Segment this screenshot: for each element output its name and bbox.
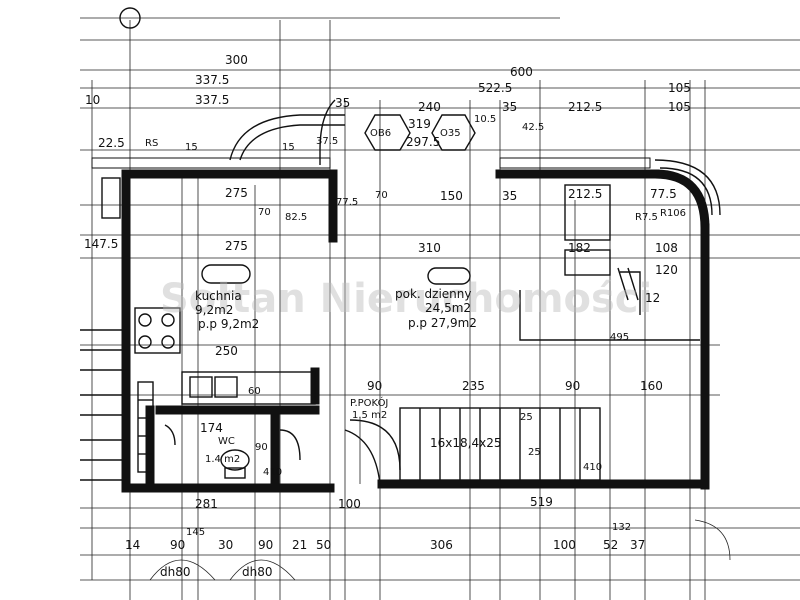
dim-label: 108 xyxy=(655,241,678,255)
dim-label: 160 xyxy=(640,379,663,393)
watermark: Sołtan Nieruchomości xyxy=(160,276,652,322)
dim-label: 35 xyxy=(502,189,517,203)
dim-label: 90 xyxy=(367,379,382,393)
dim-label: 410 xyxy=(583,462,602,473)
dim-label: 100 xyxy=(553,538,576,552)
dimension-labels: 300 337.5 337.5 600 522.5 105 105 10 35 … xyxy=(84,53,691,579)
dim-label: 50 xyxy=(316,538,331,552)
stairs-label: 16x18,4x25 xyxy=(430,436,501,450)
dim-label: 519 xyxy=(530,495,553,509)
dim-label: 147.5 xyxy=(84,237,118,251)
kitchen-area-pp: p.p 9,2m2 xyxy=(198,317,259,331)
dim-label: 250 xyxy=(215,344,238,358)
dim-label: 15 xyxy=(185,142,198,153)
vent-a: OB6 xyxy=(370,128,391,139)
dim-label: 21 xyxy=(292,538,307,552)
dim-label: 212.5 xyxy=(568,187,602,201)
top-hatched-strip xyxy=(91,157,651,169)
dim-label: 77.5 xyxy=(650,187,677,201)
dim-label: 337.5 xyxy=(195,93,229,107)
dim-label: 105 xyxy=(668,100,691,114)
dim-label: 90 xyxy=(565,379,580,393)
living-area-pp: p.p 27,9m2 xyxy=(408,316,477,330)
dim-label: 70 xyxy=(375,190,388,201)
wc-area: 1.4 m2 xyxy=(205,454,240,465)
vents xyxy=(364,114,476,151)
dim-label: 120 xyxy=(655,263,678,277)
dim-label: 174 xyxy=(200,421,223,435)
dim-label: 25 xyxy=(520,412,533,423)
dim-label: 35 xyxy=(502,100,517,114)
bottom-arcs xyxy=(149,519,731,581)
dim-label: 90 xyxy=(170,538,185,552)
dim-label: 522.5 xyxy=(478,81,512,95)
dim-label: 90 xyxy=(255,442,268,453)
dim-label: 105 xyxy=(668,81,691,95)
dim-label: 600 xyxy=(510,65,533,79)
dim-label: 235 xyxy=(462,379,485,393)
dim-label: 60 xyxy=(248,386,261,397)
dim-label: 37 xyxy=(630,538,645,552)
dim-label: RS xyxy=(145,138,158,149)
wc-name: WC xyxy=(218,436,235,447)
dim-label: 90 xyxy=(258,538,273,552)
dim-label: 319 xyxy=(408,117,431,131)
dim-label: 14 xyxy=(125,538,140,552)
dim-label: 52 xyxy=(603,538,618,552)
dim-label: R7.5 xyxy=(635,212,658,223)
bay-window xyxy=(229,99,721,216)
dim-label: 22.5 xyxy=(98,136,125,150)
dim-label: 275 xyxy=(225,186,248,200)
dim-label: 240 xyxy=(418,100,441,114)
dim-label: 281 xyxy=(195,497,218,511)
dim-label: 132 xyxy=(612,522,631,533)
dim-label: 82.5 xyxy=(285,212,307,223)
kitchen-fittings xyxy=(134,264,316,473)
kitchen-name: kuchnia xyxy=(195,289,242,303)
dimension-lines-top xyxy=(80,17,800,600)
hall-area: 1.5 m2 xyxy=(352,410,387,421)
dim-label: R106 xyxy=(660,208,686,219)
stairs xyxy=(344,407,601,485)
dim-label: 145 xyxy=(186,527,205,538)
dim-label: 25 xyxy=(528,447,541,458)
dim-label: 42.5 xyxy=(522,122,544,133)
vent-b: O35 xyxy=(440,128,461,139)
walls xyxy=(121,169,710,493)
dim-label: 10 xyxy=(85,93,100,107)
dim-label: 150 xyxy=(440,189,463,203)
dim-label: 70 xyxy=(258,207,271,218)
dim-label: 495 xyxy=(610,332,629,343)
dim-label: 310 xyxy=(418,241,441,255)
living-fittings xyxy=(427,184,700,341)
dim-label: 306 xyxy=(430,538,453,552)
dim-label: 10.5 xyxy=(474,114,496,125)
exterior-steps-left xyxy=(80,177,122,481)
dim-label: 77.5 xyxy=(336,197,358,208)
dim-label: dh80 xyxy=(160,565,191,579)
dim-label: 337.5 xyxy=(195,73,229,87)
dim-label: 212.5 xyxy=(568,100,602,114)
dim-label: 15 xyxy=(282,142,295,153)
dim-label: 100 xyxy=(338,497,361,511)
dim-label: 37.5 xyxy=(316,136,338,147)
dim-label: 35 xyxy=(335,96,350,110)
dim-label: 275 xyxy=(225,239,248,253)
hall-name: P.POKÓJ xyxy=(350,396,388,409)
level-markers xyxy=(119,7,641,315)
level-mark: 12 xyxy=(645,291,660,305)
living-area: 24,5m2 xyxy=(425,301,471,315)
dim-label: 30 xyxy=(218,538,233,552)
wc-fittings xyxy=(164,424,301,479)
dim-label: 297.5 xyxy=(406,135,440,149)
dim-label: dh80 xyxy=(242,565,273,579)
kitchen-area: 9,2m2 xyxy=(195,303,233,317)
dim-label: 410 xyxy=(263,467,282,478)
living-name: pok. dzienny xyxy=(395,287,471,301)
dim-label: 300 xyxy=(225,53,248,67)
dim-label: 182 xyxy=(568,241,591,255)
